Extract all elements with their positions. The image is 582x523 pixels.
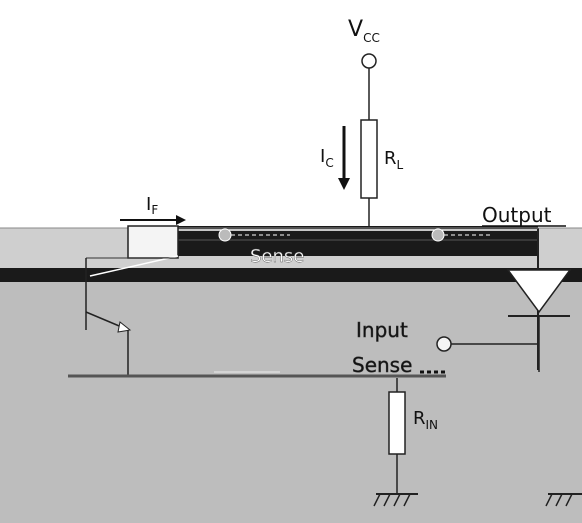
rl-resistor <box>360 119 378 199</box>
if-source-box <box>127 225 179 259</box>
rl-label: RL <box>384 148 404 172</box>
if-arrow-head <box>176 215 186 225</box>
ground-icon-right <box>545 493 582 507</box>
dark-band-left <box>0 268 582 282</box>
output-label: Output <box>482 203 552 227</box>
input-terminal <box>436 336 452 352</box>
sense-top-label: Sense <box>250 246 304 267</box>
ic-label: IC <box>320 146 334 170</box>
slanted-line <box>89 255 179 277</box>
lower-region <box>0 282 582 523</box>
ground-icon <box>373 493 418 507</box>
carrier-right-icon <box>431 228 445 242</box>
transistor-arrow <box>117 321 132 333</box>
input-label: Input <box>356 318 408 342</box>
sense-bottom-label: Sense <box>352 353 412 377</box>
rin-resistor <box>388 391 406 455</box>
vcc-terminal <box>361 53 377 69</box>
transistor-emitter <box>85 311 125 329</box>
ic-arrow-head <box>338 178 350 190</box>
carrier-left-icon <box>218 228 232 242</box>
rin-label: RIN <box>413 408 438 432</box>
if-label: IF <box>146 194 158 217</box>
sense-line-top <box>178 226 538 256</box>
diode-icon <box>506 269 572 314</box>
vcc-label: VCC <box>348 17 380 45</box>
